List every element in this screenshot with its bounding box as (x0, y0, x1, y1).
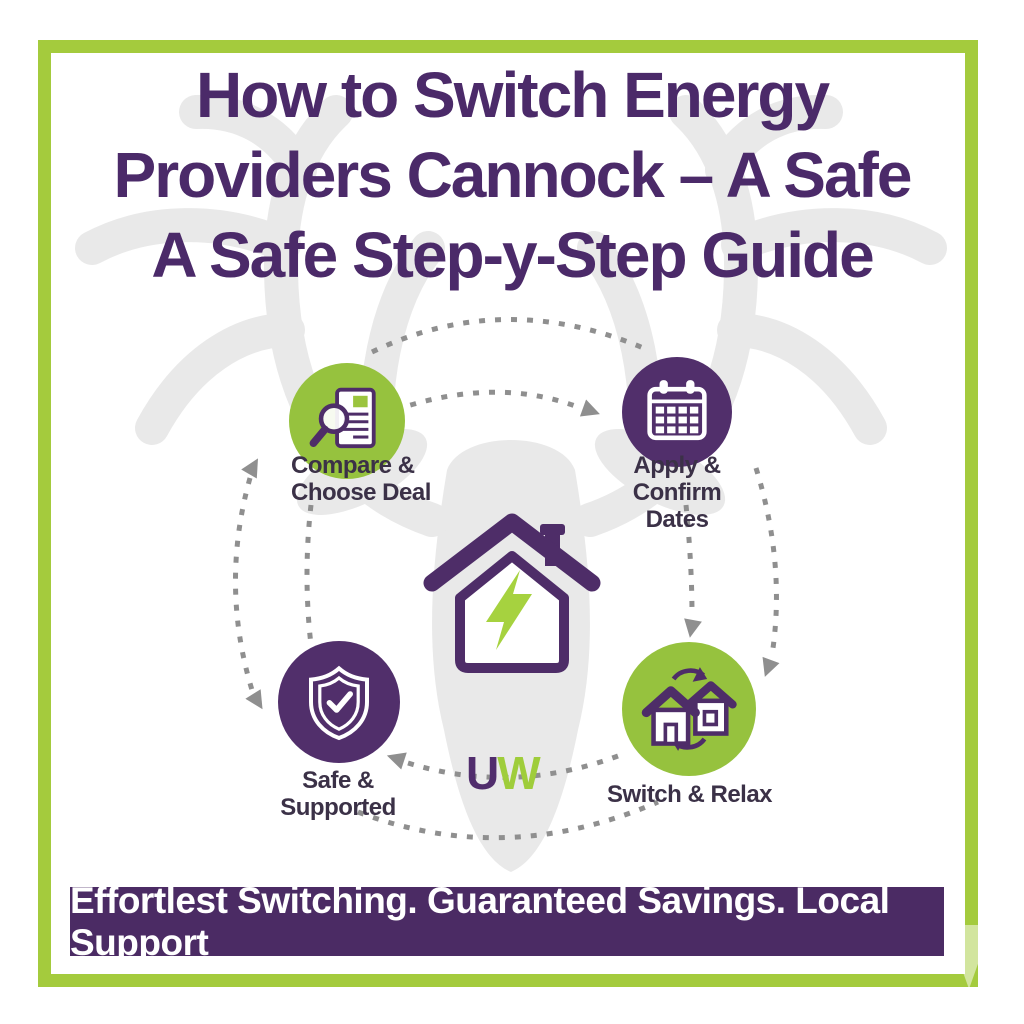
uw-logo: UW (466, 746, 541, 800)
step-label-compare-line2: Choose Deal (291, 479, 431, 506)
houses-swap-icon (641, 667, 737, 751)
house-energy-icon (423, 513, 601, 673)
step-circle-compare (289, 363, 405, 479)
arc-left-outer (233, 477, 255, 691)
title-line-3: A Safe Step-y-Step Guide (151, 219, 874, 291)
lightning-bolt-icon (486, 570, 532, 650)
uw-logo-letter-u: U (466, 747, 499, 799)
footer-banner-text: Effortlest Switching. Guaranteed Savings… (70, 879, 890, 963)
step-label-safe-line2: Supported (280, 794, 396, 821)
step-label-apply-line1: Apply & Confirm (632, 452, 722, 506)
title-line-1: How to Switch Energy (195, 59, 830, 131)
step-circle-apply (622, 357, 732, 467)
house-front (641, 686, 700, 746)
step-circle-switch (622, 642, 756, 776)
arc-arrowheads (241, 399, 780, 770)
step-label-compare-line1: Compare & (291, 452, 415, 479)
step-label-switch: Switch & Relax (597, 781, 782, 808)
uw-logo-letter-w: W (497, 747, 540, 799)
calendar-icon (647, 380, 707, 441)
arc-right-outer (753, 467, 779, 656)
house-back (684, 681, 737, 736)
flow-arcs (233, 317, 779, 841)
shield-check-icon (309, 665, 369, 741)
footer-banner: Effortlest Switching. Guaranteed Savings… (70, 880, 944, 963)
arc-top-inner (394, 389, 579, 413)
arc-left-inner (304, 504, 314, 646)
arc-top-outer (370, 317, 649, 355)
step-label-apply-line2: Dates (645, 506, 709, 533)
step-label-apply: Apply & Confirm Dates (592, 452, 762, 533)
step-label-safe-line1: Safe & (302, 767, 374, 794)
page-title: How to Switch Energy Providers Cannock –… (0, 55, 1024, 295)
title-line-2: Providers Cannock – A Safe (113, 139, 913, 211)
magnifier-document-icon (309, 387, 376, 449)
arc-right-inner (683, 504, 695, 616)
step-label-switch-line1: Switch & Relax (606, 781, 773, 808)
step-label-compare: Compare & Choose Deal (291, 452, 461, 506)
step-circle-safe (278, 641, 400, 763)
step-label-safe: Safe & Supported (248, 767, 428, 821)
